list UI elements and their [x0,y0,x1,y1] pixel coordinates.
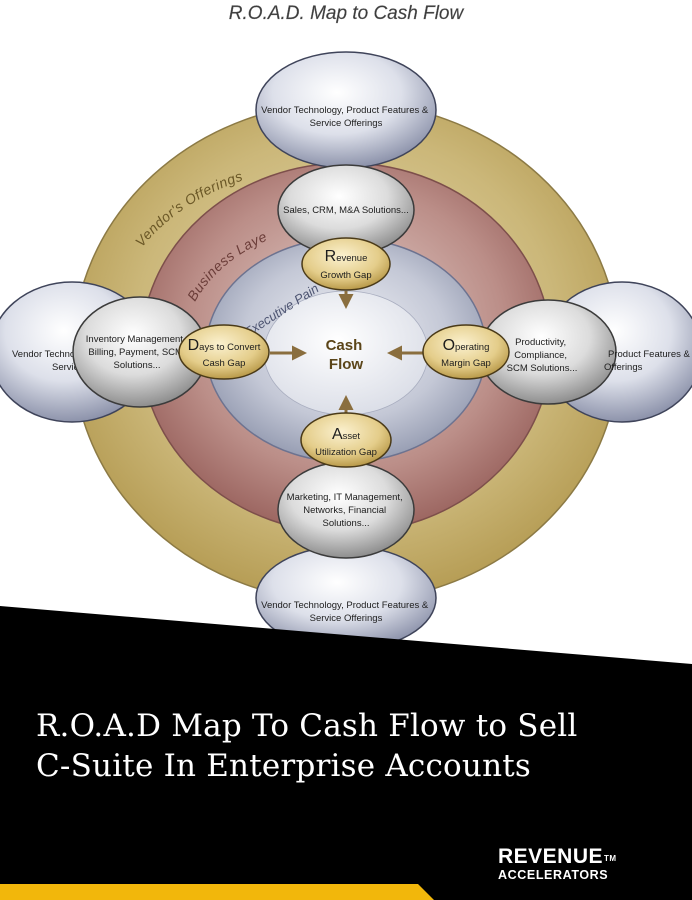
svg-text:Vendor Technology, Product Fea: Vendor Technology, Product Features & Se… [261,600,431,624]
vendor-offering-right-label: Product Features & Offerings [604,349,692,373]
logo-sub-text: ACCELERATORS [498,868,609,882]
svg-text:Vendor Technology, Product Fea: Vendor Technology, Product Features & Se… [261,105,431,129]
svg-text:Productivity, Compliance: Productivity, Compliance, SCM Solutions.… [507,337,578,374]
business-solution-top: Sales, CRM, M&A Solutions... [277,164,415,256]
svg-text:Growth Gap: Growth Gap [320,270,371,281]
svg-text:Vendor Technology Servic: Vendor Technology Service [12,349,95,373]
title-banner [0,606,692,900]
days-to-convert-cash-gap: Days to Convert Cash Gap [178,324,270,380]
banner-title: R.O.A.D Map To Cash Flow to Sell C-Suite… [36,706,666,786]
logo-trademark: TM [604,854,617,863]
svg-text:Cash Gap: Cash Gap [203,358,246,369]
accent-bar [0,884,434,900]
svg-text:Margin Gap: Margin Gap [441,358,491,369]
svg-text:Days to Convert: Days to Convert [188,337,261,354]
banner-title-line-2: C-Suite In Enterprise Accounts [36,748,532,784]
banner-title-line-1: R.O.A.D Map To Cash Flow to Sell [36,708,578,744]
operating-margin-gap: Operating Margin Gap [422,324,510,380]
revenue-growth-gap: Revenue Growth Gap [301,237,391,291]
svg-text:Marketing, IT Management,: Marketing, IT Management, Networks, Fina… [287,492,406,529]
vendor-offering-top: Vendor Technology, Product Features & Se… [255,51,437,169]
svg-text:Utilization Gap: Utilization Gap [315,447,377,458]
business-solution-right: Productivity, Compliance, SCM Solutions.… [479,299,617,405]
logo-main-text: REVENUETM [498,845,617,868]
business-solution-left: Inventory Management, Billing, Payment, … [72,296,208,408]
asset-utilization-gap: Asset Utilization Gap [300,412,392,468]
svg-text:Asset: Asset [332,426,360,443]
business-solution-bottom: Marketing, IT Management, Networks, Fina… [277,461,415,559]
cash-flow-label: Cash Flow [326,337,367,373]
diagram-title: R.O.A.D. Map to Cash Flow [229,3,465,24]
svg-text:Operating: Operating [443,337,490,354]
svg-text:Sales, CRM, M&A Solutions...: Sales, CRM, M&A Solutions... [283,205,409,216]
svg-text:Revenue: Revenue [325,248,368,265]
svg-text:Inventory Management, Bi: Inventory Management, Billing, Payment, … [86,334,188,371]
revenue-accelerators-logo: REVENUETM ACCELERATORS [498,845,648,883]
